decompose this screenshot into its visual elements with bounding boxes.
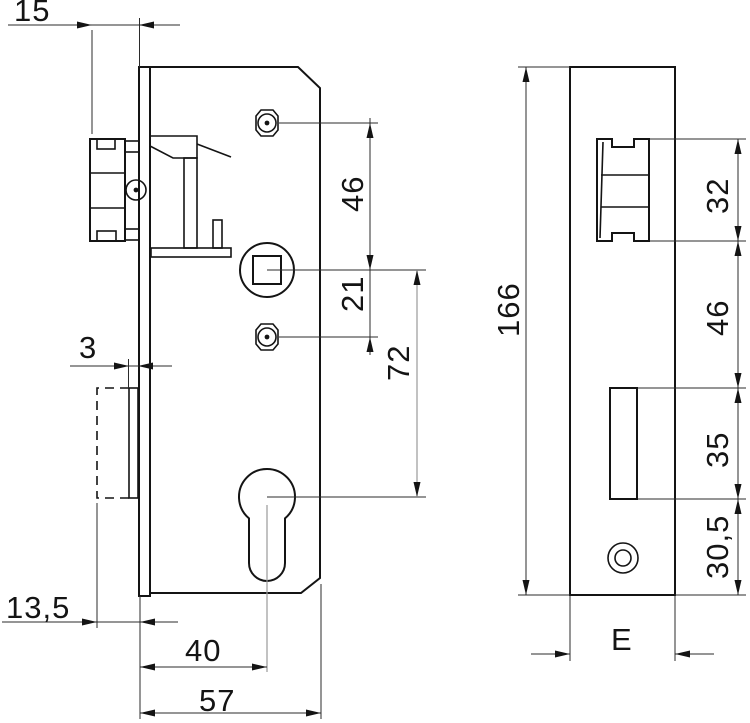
extension-lines-right xyxy=(518,66,746,661)
dim-faceplate-width: E xyxy=(531,622,714,658)
latch-bolt-front xyxy=(596,138,650,242)
dim-32-label: 32 xyxy=(700,178,735,214)
dim-15-label: 15 xyxy=(14,0,50,28)
dim-backset: 40 xyxy=(140,633,267,671)
boss-outline xyxy=(255,109,279,137)
dim-3-label: 3 xyxy=(79,330,97,365)
dim-spindle-to-cylinder: 72 xyxy=(381,270,421,497)
latch-fixing-screw xyxy=(125,179,147,201)
latch-screw-center xyxy=(133,187,139,193)
latch-guide-notch-top xyxy=(96,138,116,150)
deadbolt-hidden-outline xyxy=(96,387,129,499)
lock-case-body xyxy=(149,66,321,594)
euro-cylinder-cutout xyxy=(238,467,296,582)
latch-head xyxy=(89,138,126,242)
latch-tail-guide xyxy=(183,157,198,249)
dim-plate-thickness: 3 xyxy=(70,330,172,370)
dim-46-right-label: 46 xyxy=(700,300,735,336)
latch-neck-bottom xyxy=(124,228,140,241)
dim-faceplate-height: 166 xyxy=(491,67,530,595)
front-view: 166 32 46 35 30,5 E xyxy=(491,66,746,661)
dim-deadbolt-throw: 13,5 xyxy=(2,590,178,626)
dim-latch-protrusion: 15 xyxy=(8,0,180,29)
dim-46-left-label: 46 xyxy=(335,176,370,212)
boss-hole xyxy=(257,113,277,133)
dim-21-label: 21 xyxy=(335,276,370,312)
dim-screw-to-spindle: 46 21 xyxy=(335,118,374,355)
dim-35-label: 35 xyxy=(700,432,735,468)
boss-outline xyxy=(255,323,279,351)
deadbolt-slot-front xyxy=(609,387,638,500)
latch-bolt-side xyxy=(89,138,147,242)
side-view: 15 3 13,5 40 57 xyxy=(2,0,426,719)
dim-40-label: 40 xyxy=(185,633,221,668)
dim-166-label: 166 xyxy=(491,282,526,337)
faceplate-side xyxy=(138,66,151,597)
fixing-screw-hole-front xyxy=(607,542,639,574)
mechanism-spring xyxy=(196,143,232,158)
dim-case-depth: 57 xyxy=(140,683,321,718)
dim-chain-right: 32 46 35 30,5 xyxy=(700,139,742,595)
boss-center xyxy=(264,120,270,126)
screw-boss-bottom xyxy=(255,323,279,351)
boss-center xyxy=(264,334,270,340)
extension-lines-left xyxy=(91,18,322,719)
dim-72-label: 72 xyxy=(381,345,416,381)
dim-57-label: 57 xyxy=(199,683,235,718)
guide-bracket xyxy=(150,247,232,258)
dim-E-label: E xyxy=(611,622,633,657)
dim-30-5-label: 30,5 xyxy=(700,515,735,579)
boss-hole xyxy=(257,327,277,347)
screw-boss-top xyxy=(255,109,279,137)
center-lines xyxy=(266,122,426,672)
mechanism-block xyxy=(149,135,198,159)
latch-guide-notch-bottom xyxy=(96,230,117,242)
dim-13-5-label: 13,5 xyxy=(6,590,70,625)
faceplate-front xyxy=(569,66,676,596)
mechanism-housing xyxy=(149,135,232,258)
mechanism-stop xyxy=(212,219,223,249)
latch-neck-top xyxy=(124,140,140,153)
auxiliary-plate-3mm xyxy=(128,387,139,499)
